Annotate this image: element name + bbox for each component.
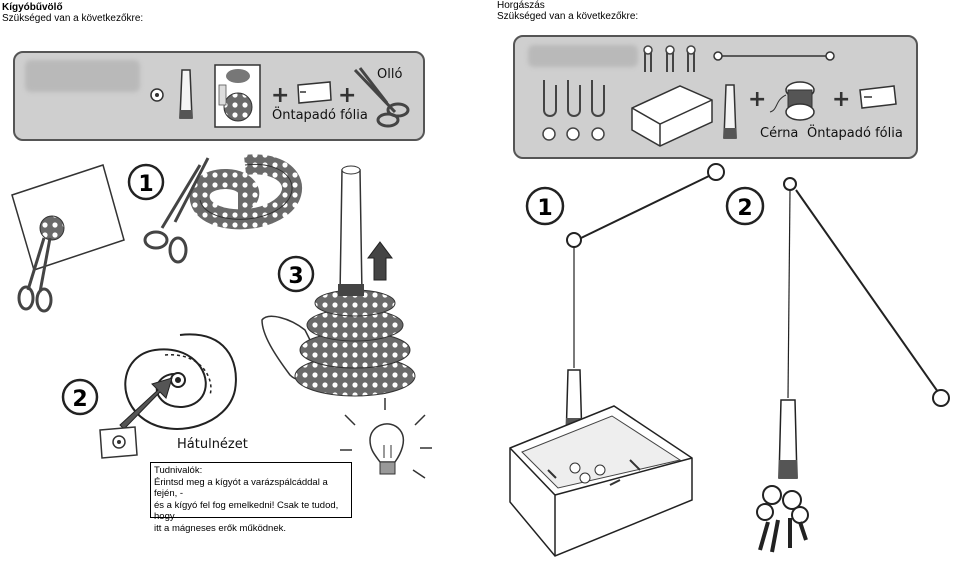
- blurred-item-image: [528, 45, 638, 67]
- spiral-disc: [189, 154, 302, 230]
- right-title: Horgászás: [497, 0, 545, 11]
- step-number: 1: [138, 172, 153, 197]
- scissors-icon: [143, 157, 210, 264]
- light-bulb-icon: [340, 398, 432, 479]
- arrow-up-icon: [367, 241, 393, 281]
- magnet-sheet-icon: [214, 64, 261, 128]
- step-number: 1: [537, 196, 552, 221]
- rod-icon: [713, 51, 835, 61]
- split-pin-icons: [643, 45, 696, 72]
- right-header: Horgászás Szükséged van a következőkre:: [497, 0, 638, 22]
- fishing-rod-1: [565, 163, 725, 441]
- plus-sign: +: [748, 87, 767, 112]
- wand-icon: [179, 69, 193, 119]
- box-icon: [631, 85, 713, 147]
- foil-icon: [297, 81, 332, 104]
- plus-sign: +: [832, 87, 851, 112]
- thread-spool-icon: [769, 81, 815, 121]
- washer-icon: [150, 88, 164, 102]
- scissors-icon: [353, 67, 410, 128]
- step-number-circle: 3: [277, 255, 315, 293]
- scissors-icon: [17, 237, 53, 313]
- step-number-circle: 1: [525, 186, 565, 226]
- paper-sheet: [11, 164, 125, 271]
- wand-icon: [723, 84, 737, 139]
- fishing-rod-2: [778, 177, 950, 479]
- right-subtitle: Szükséged van a következőkre:: [497, 11, 639, 22]
- washer-icons: [542, 127, 605, 141]
- scissors-label: Olló: [377, 67, 403, 82]
- left-subtitle: Szükséged van a következőkre:: [2, 13, 144, 24]
- notes-line: itt a mágneses erők működnek.: [154, 522, 287, 534]
- blurred-item-image: [25, 60, 140, 92]
- left-title: Kígyóbűvölő: [2, 2, 63, 13]
- foil-label: Öntapadó fólia: [807, 126, 903, 141]
- step-number-circle: 1: [127, 163, 165, 201]
- keys-cluster: [756, 485, 809, 553]
- step-number: 2: [72, 387, 87, 412]
- notes-line: és a kígyó fel fog emelkedni! Csak te tu…: [154, 499, 339, 523]
- washer-sticker-icon: [99, 426, 138, 459]
- paperclip-icons: [543, 80, 605, 117]
- fishing-box: [509, 405, 693, 557]
- step-number-circle: 2: [725, 186, 765, 226]
- arrow-icon: [119, 377, 173, 430]
- left-header: Kígyóbűvölő Szükséged van a következőkre…: [2, 2, 143, 24]
- back-view-label: Hátulnézet: [177, 437, 248, 452]
- spiral-back-view: [124, 333, 237, 430]
- plus-sign: +: [338, 83, 357, 108]
- step-number-circle: 2: [61, 378, 99, 416]
- step-number: 3: [288, 264, 303, 289]
- rising-snake: [294, 165, 416, 397]
- foil-label: Öntapadó fólia: [272, 108, 368, 123]
- plus-sign: +: [271, 83, 290, 108]
- foil-icon: [859, 85, 897, 109]
- step-number: 2: [737, 196, 752, 221]
- thread-label: Cérna: [760, 126, 799, 141]
- notes-line: Érintsd meg a kígyót a varázspálcáddal a…: [154, 476, 328, 500]
- notes-heading: Tudnivalók:: [154, 465, 203, 476]
- notes-box: Tudnivalók: Érintsd meg a kígyót a varáz…: [150, 462, 352, 534]
